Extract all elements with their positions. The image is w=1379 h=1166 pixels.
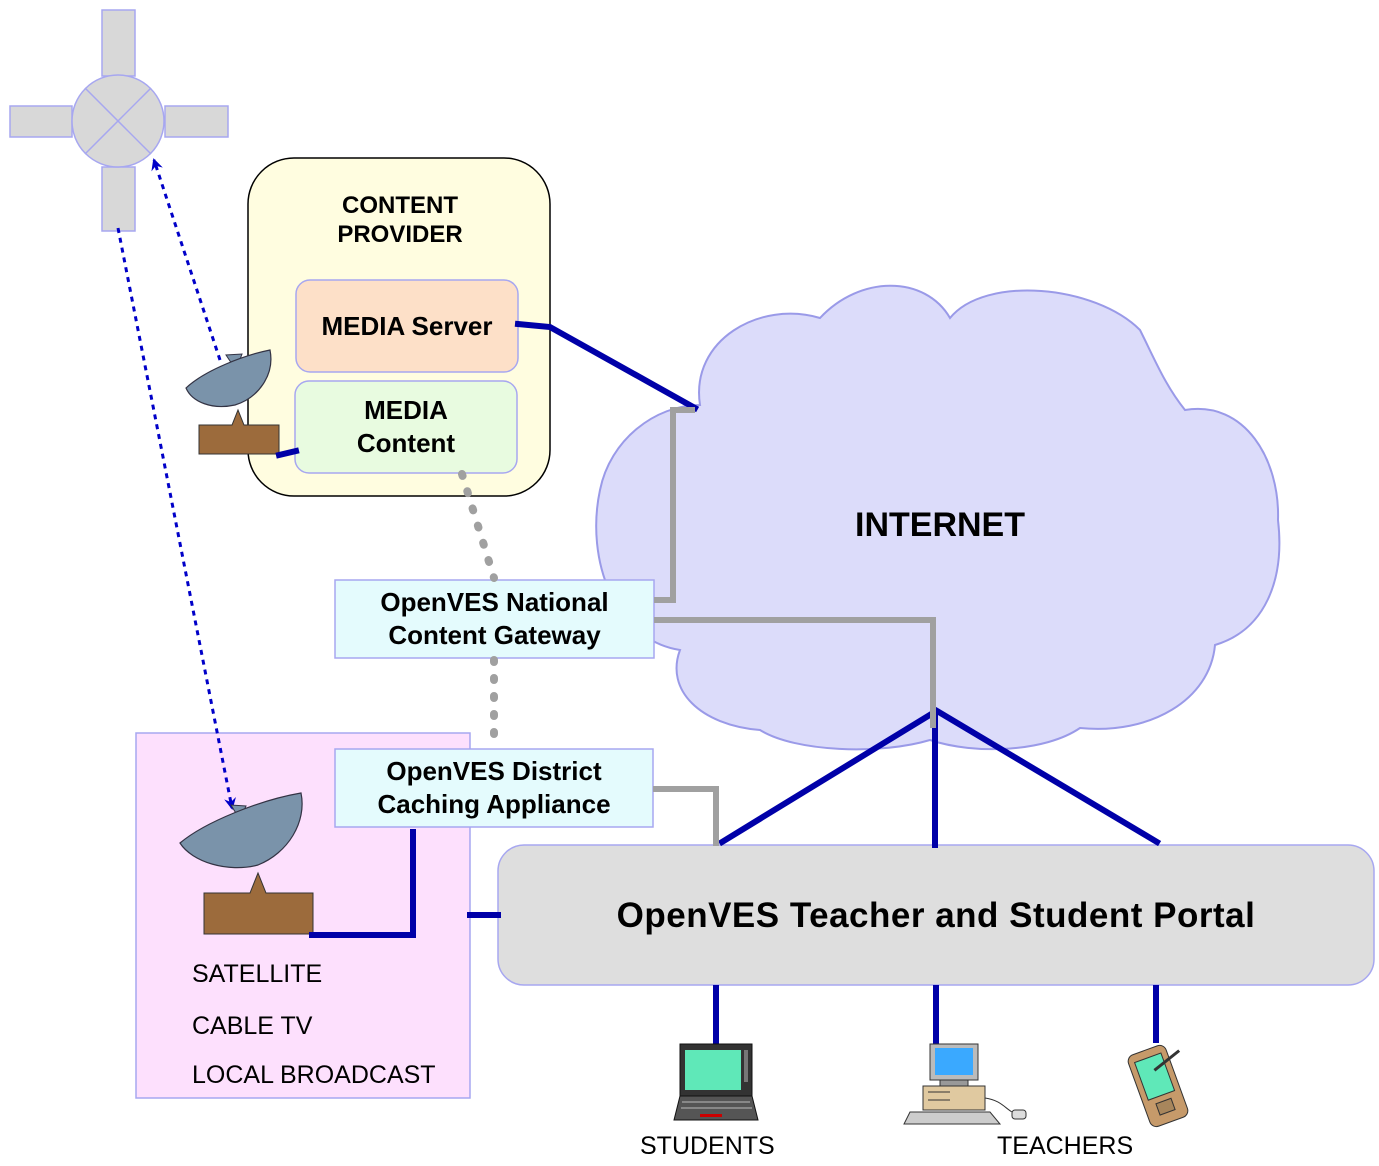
national-gateway-label: OpenVES National Content Gateway: [335, 580, 654, 658]
gateway-links: [458, 407, 936, 846]
broadcast-item: SATELLITE: [192, 960, 323, 988]
pda-icon: [1127, 1044, 1189, 1128]
media-content-label: MEDIA Content: [295, 381, 517, 473]
district-appliance-label: OpenVES District Caching Appliance: [335, 749, 653, 827]
content-provider-title: CONTENT PROVIDER: [300, 192, 500, 250]
network-links: [275, 320, 1162, 1048]
students-label: STUDENTS: [640, 1132, 775, 1160]
downlink-arrow: [116, 227, 236, 810]
broadcast-item: CABLE TV: [192, 1012, 313, 1040]
internet-text: INTERNET: [855, 505, 1025, 544]
broadcast-item: LOCAL BROADCAST: [192, 1061, 436, 1089]
teachers-label: TEACHERS: [997, 1132, 1134, 1160]
content-provider-title-line2: PROVIDER: [337, 220, 463, 248]
receiver-box-icon: [203, 871, 314, 935]
media-server-label: MEDIA Server: [296, 280, 518, 372]
media-server-text: MEDIA Server: [321, 310, 493, 341]
national-gateway-line2: Content Gateway: [388, 620, 601, 650]
portal-text: OpenVES Teacher and Student Portal: [616, 895, 1256, 935]
internet-label: INTERNET: [790, 500, 1090, 550]
media-content-line2: Content: [356, 428, 456, 458]
media-content-line1: MEDIA: [364, 395, 448, 425]
uplink-arrow: [151, 158, 222, 361]
internet-cloud: [595, 284, 1281, 751]
district-appliance-line1: OpenVES District: [386, 756, 602, 786]
national-gateway-line1: OpenVES National: [380, 587, 609, 617]
laptop-icon: [673, 1043, 759, 1121]
media-content-box: [294, 380, 518, 474]
satellite-dish-icon: [185, 349, 272, 408]
content-provider-title-line1: CONTENT: [342, 192, 458, 219]
district-appliance-line2: Caching Appliance: [377, 789, 611, 819]
district-appliance-box: [334, 748, 654, 828]
desktop-computer-icon: [903, 1043, 1027, 1125]
satellite-icon: [9, 9, 229, 232]
satellite-dish-icon: [179, 792, 303, 869]
portal-label: OpenVES Teacher and Student Portal: [498, 845, 1374, 985]
receiver-box-icon: [198, 408, 280, 455]
